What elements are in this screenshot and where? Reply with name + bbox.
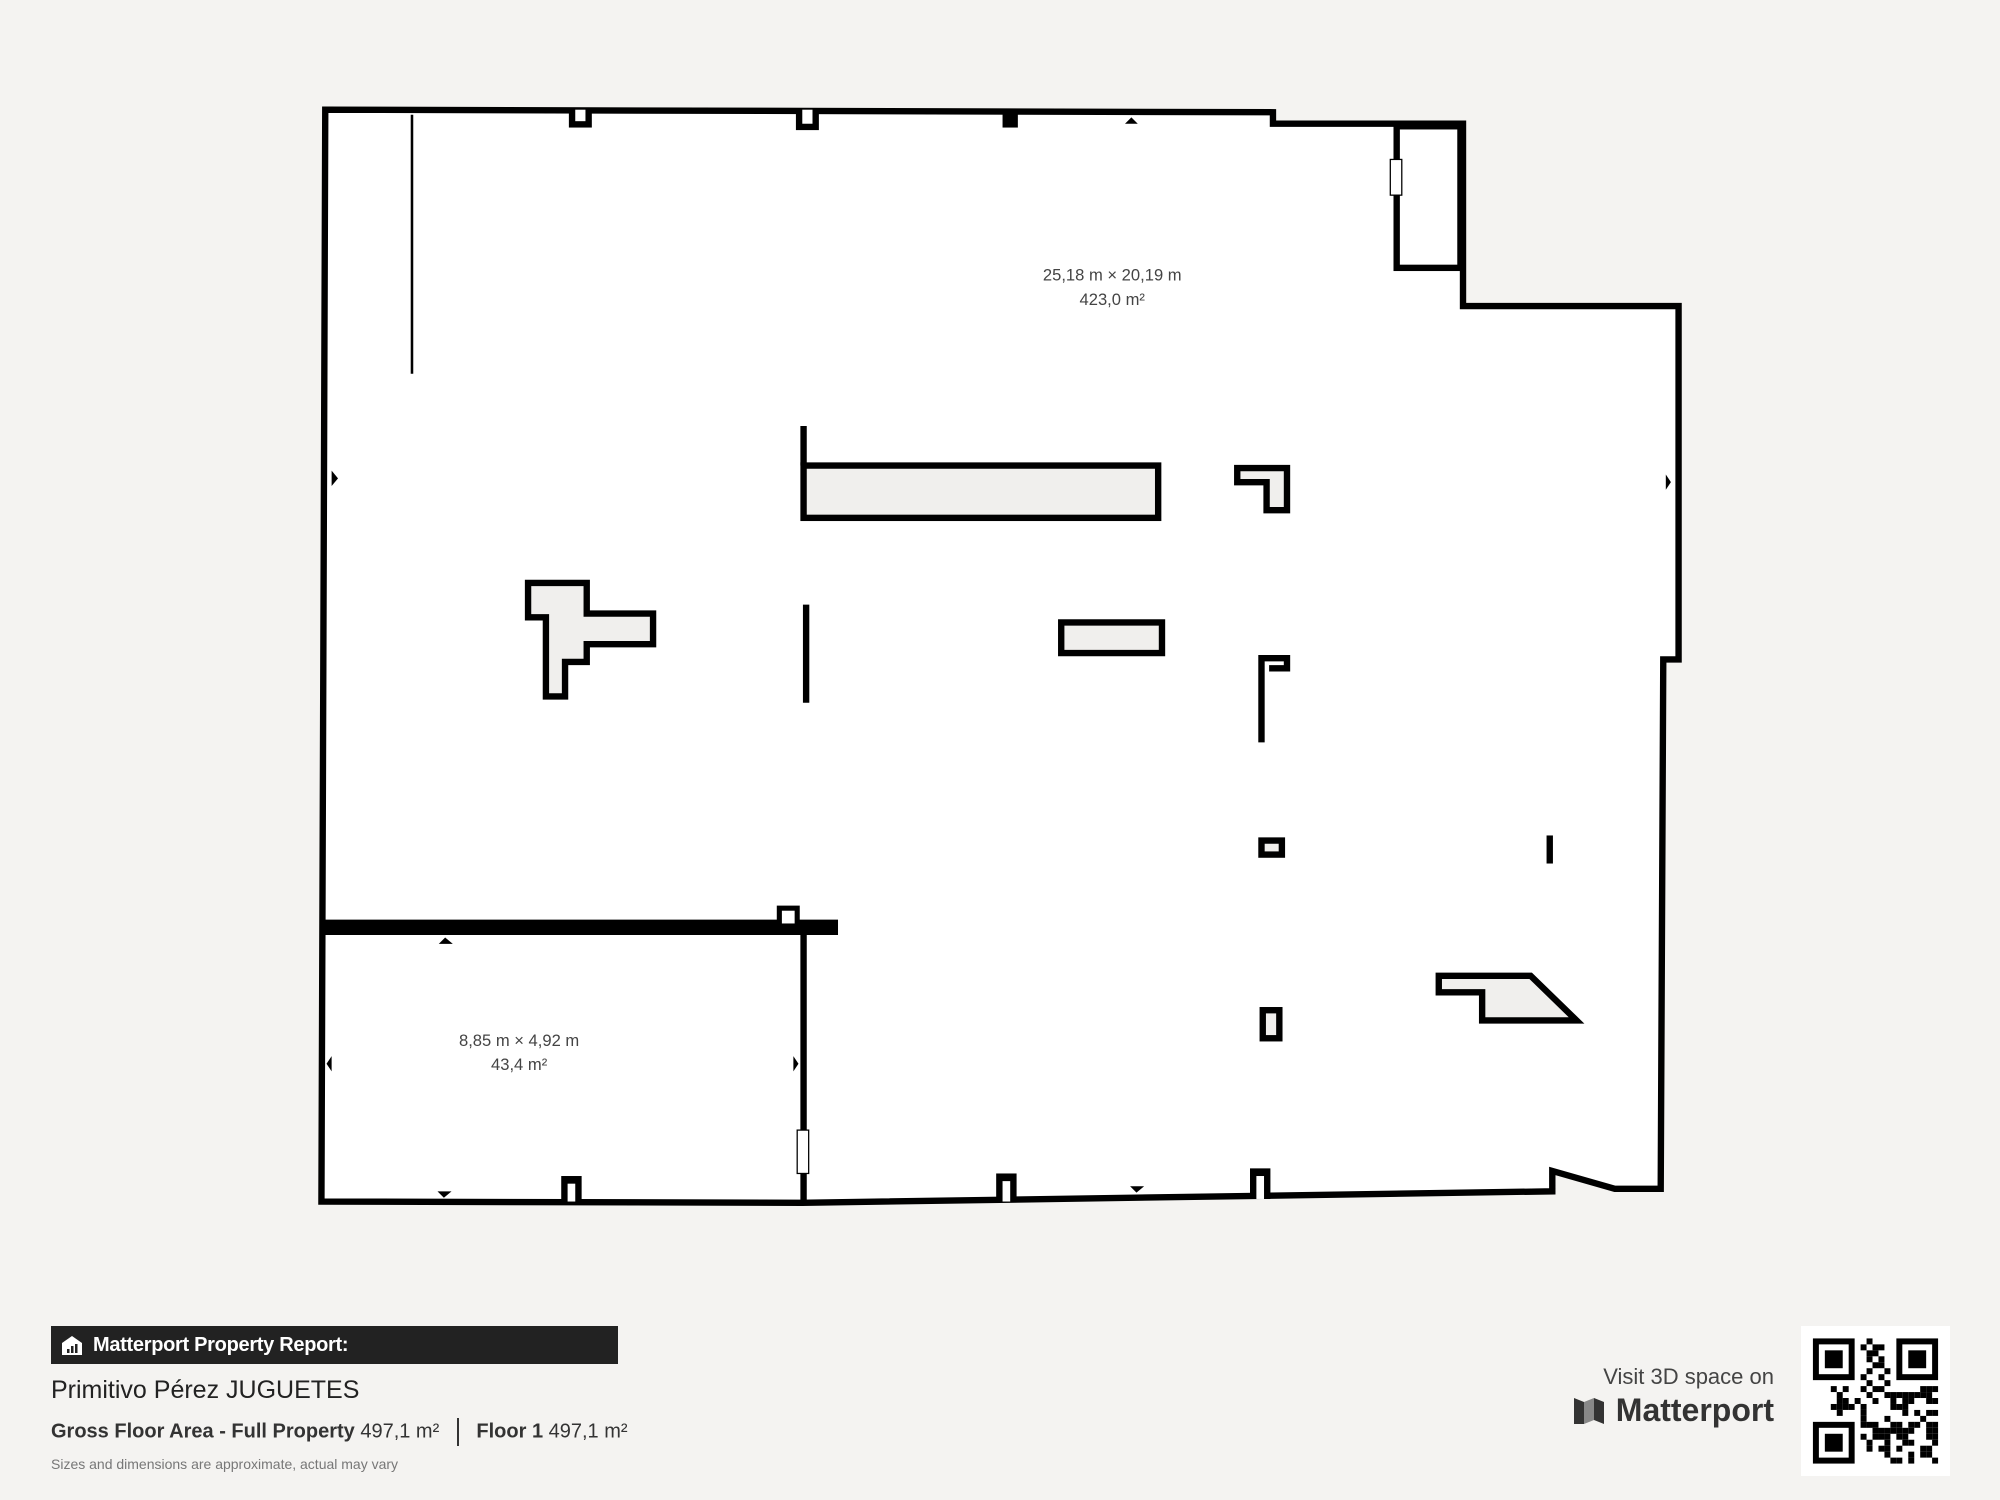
building-chart-icon: [62, 1336, 82, 1355]
floor-label: Floor 1: [476, 1420, 544, 1443]
qr-code-icon: [1812, 1338, 1939, 1464]
area-summary: Gross Floor Area - Full Property 497,1 m…: [51, 1418, 628, 1446]
fixtures: [524, 426, 1585, 1042]
wall-post: [776, 905, 800, 929]
room-dimensions: 8,85 m × 4,92 m: [459, 1031, 579, 1050]
divider: [456, 1418, 459, 1446]
gross-area-value: 497,1 m²: [360, 1420, 440, 1443]
room-area: 43,4 m²: [491, 1055, 548, 1074]
wall-notches: [326, 109, 1671, 1202]
door: [1389, 158, 1403, 196]
matterport-logo[interactable]: Matterport: [1572, 1392, 1774, 1429]
qr-code[interactable]: [1801, 1326, 1950, 1476]
brand-name: Matterport: [1615, 1392, 1774, 1428]
room-dimensions: 25,18 m × 20,19 m: [1043, 266, 1182, 285]
floor-area-value: 497,1 m²: [548, 1420, 628, 1443]
gross-area-label: Gross Floor Area - Full Property: [51, 1420, 355, 1443]
disclaimer: Sizes and dimensions are approximate, ac…: [51, 1456, 399, 1472]
room-area: 423,0 m²: [1080, 290, 1146, 309]
corner-closet: [1393, 123, 1464, 272]
door: [796, 1129, 810, 1175]
matterport-icon: [1573, 1397, 1604, 1424]
property-name: Primitivo Pérez JUGUETES: [51, 1376, 360, 1404]
visit-text: Visit 3D space on: [1603, 1364, 1774, 1389]
report-title: Matterport Property Report:: [93, 1333, 349, 1356]
report-header: Matterport Property Report:: [51, 1326, 618, 1364]
